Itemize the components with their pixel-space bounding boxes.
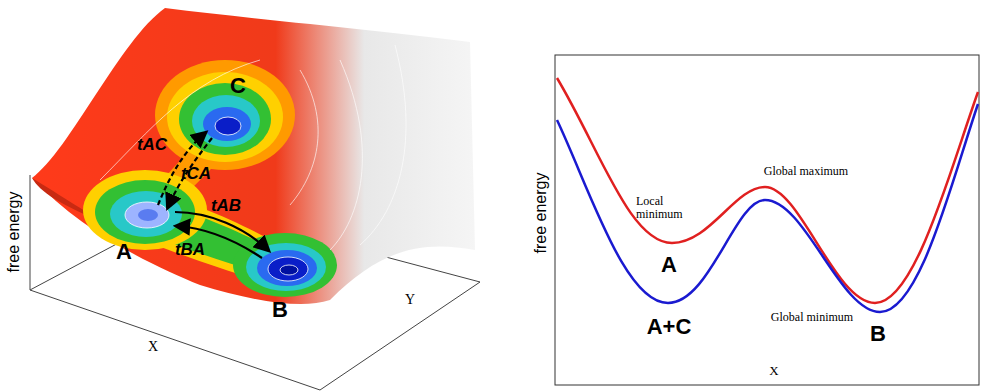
axis-label: free energy bbox=[532, 173, 550, 254]
well-label: B bbox=[272, 298, 288, 322]
curve-label: A+C bbox=[647, 315, 692, 339]
point-label: Local minimum bbox=[636, 195, 708, 221]
point-label: Global minimum bbox=[771, 311, 853, 324]
rate-label: tCA bbox=[181, 165, 211, 184]
rate-label: tAB bbox=[211, 197, 241, 216]
curve-label: B bbox=[870, 322, 886, 346]
axis-label: free energy bbox=[5, 192, 23, 273]
axis-label: X bbox=[769, 364, 778, 378]
point-label: Global maximum bbox=[764, 165, 848, 178]
well-label: A bbox=[116, 240, 132, 264]
curve-label: A bbox=[661, 253, 677, 277]
rate-label: tAC bbox=[137, 136, 167, 155]
rate-label: tBA bbox=[175, 241, 205, 260]
axis-label: Y bbox=[405, 292, 415, 307]
axis-label: X bbox=[148, 339, 158, 354]
well-label: C bbox=[230, 74, 246, 98]
